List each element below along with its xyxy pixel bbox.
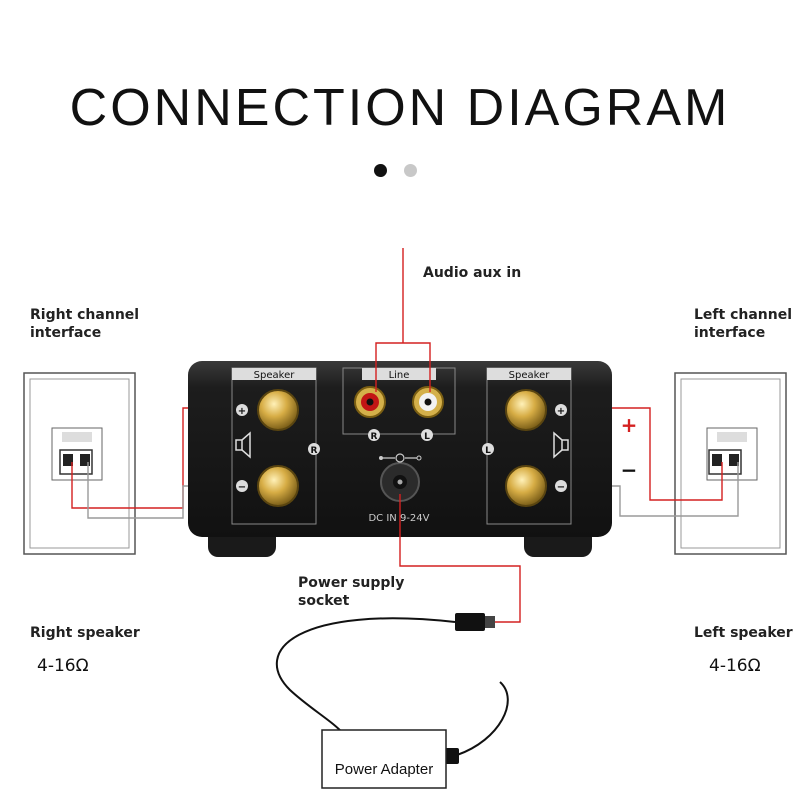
- panel-r-text: R: [311, 446, 318, 456]
- speaker-panel-label-right: Speaker: [509, 370, 551, 381]
- power-adapter-label: Power Adapter: [335, 761, 433, 778]
- line-l-label: L: [421, 429, 433, 442]
- left-speaker-cabinet: [674, 372, 787, 555]
- left-channel-label-2: interface: [694, 325, 766, 341]
- power-cable: [275, 494, 521, 764]
- left-impedance-label: 4-16Ω: [709, 656, 761, 676]
- panel-l-text: L: [485, 446, 491, 456]
- carousel-dot-active[interactable]: [374, 164, 387, 177]
- polarity-minus: −: [621, 458, 638, 482]
- terminal-minus-right: −: [557, 482, 565, 493]
- audio-in-wire: [375, 248, 431, 392]
- right-impedance-label: 4-16Ω: [37, 656, 89, 676]
- carousel-dots: [374, 164, 424, 178]
- line-l-text: L: [424, 432, 430, 442]
- right-channel-label-2: interface: [30, 325, 102, 341]
- page-title: CONNECTION DIAGRAM: [69, 79, 731, 137]
- speaker-panel-label-left: Speaker: [254, 370, 296, 381]
- left-speaker-label: Left speaker: [694, 625, 793, 641]
- panel-l-label: L: [482, 443, 494, 456]
- dc-in-label: DC IN 9-24V: [368, 513, 429, 524]
- terminal-plus-right: +: [557, 406, 565, 417]
- polarity-plus: +: [621, 413, 638, 437]
- terminal-plus-left: +: [238, 406, 246, 417]
- line-panel-label: Line: [389, 370, 410, 381]
- left-channel-label-1: Left channel: [694, 307, 793, 323]
- binding-posts: [257, 389, 547, 507]
- dc-jack: [379, 453, 422, 502]
- power-adapter-box: [321, 729, 447, 789]
- audio-aux-in-label: Audio aux in: [423, 265, 522, 281]
- terminal-minus-labels: − −: [236, 480, 567, 493]
- line-r-label: R: [368, 429, 380, 442]
- terminal-minus-left: −: [238, 482, 246, 493]
- right-channel-label-1: Right channel: [30, 307, 140, 323]
- rca-jacks: [354, 386, 444, 418]
- power-socket-label-2: socket: [298, 593, 350, 609]
- terminal-plus-labels: + +: [236, 404, 567, 417]
- line-r-text: R: [371, 432, 378, 442]
- speaker-symbol-icon: [235, 431, 569, 459]
- carousel-dot-inactive[interactable]: [404, 164, 417, 177]
- panel-r-label: R: [308, 443, 320, 456]
- power-socket-label-1: Power supply: [298, 575, 405, 591]
- right-speaker-label: Right speaker: [30, 625, 140, 641]
- right-speaker-cabinet: [23, 372, 136, 555]
